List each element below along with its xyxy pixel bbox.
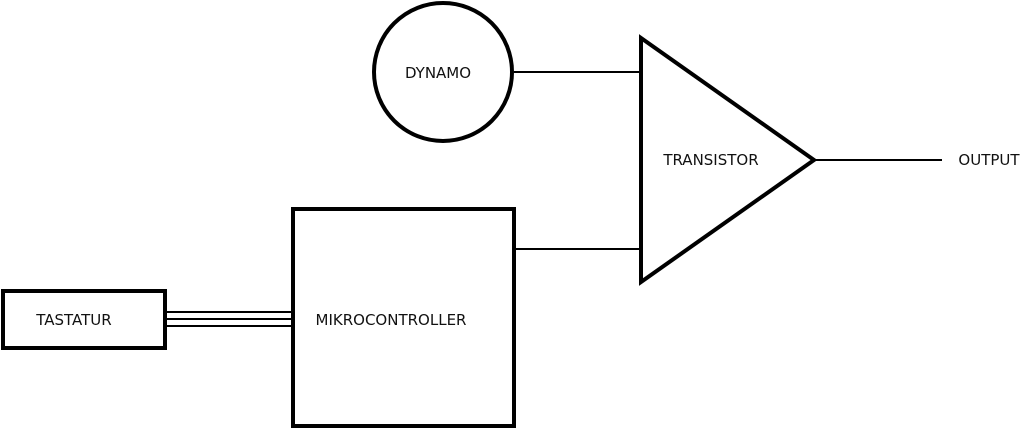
output-label: OUTPUT	[958, 151, 1020, 169]
mikrocontroller-label: MIKROCONTROLLER	[316, 311, 467, 329]
tastatur-node	[1, 289, 167, 350]
edge-tastatur-mikrocontroller-bus	[165, 311, 293, 327]
dynamo-node	[372, 1, 514, 143]
transistor-node	[639, 34, 818, 286]
mikrocontroller-node	[291, 207, 516, 428]
tastatur-label: TASTATUR	[35, 311, 111, 329]
dynamo-label: DYNAMO	[405, 64, 471, 82]
transistor-label: TRANSISTOR	[662, 151, 758, 169]
